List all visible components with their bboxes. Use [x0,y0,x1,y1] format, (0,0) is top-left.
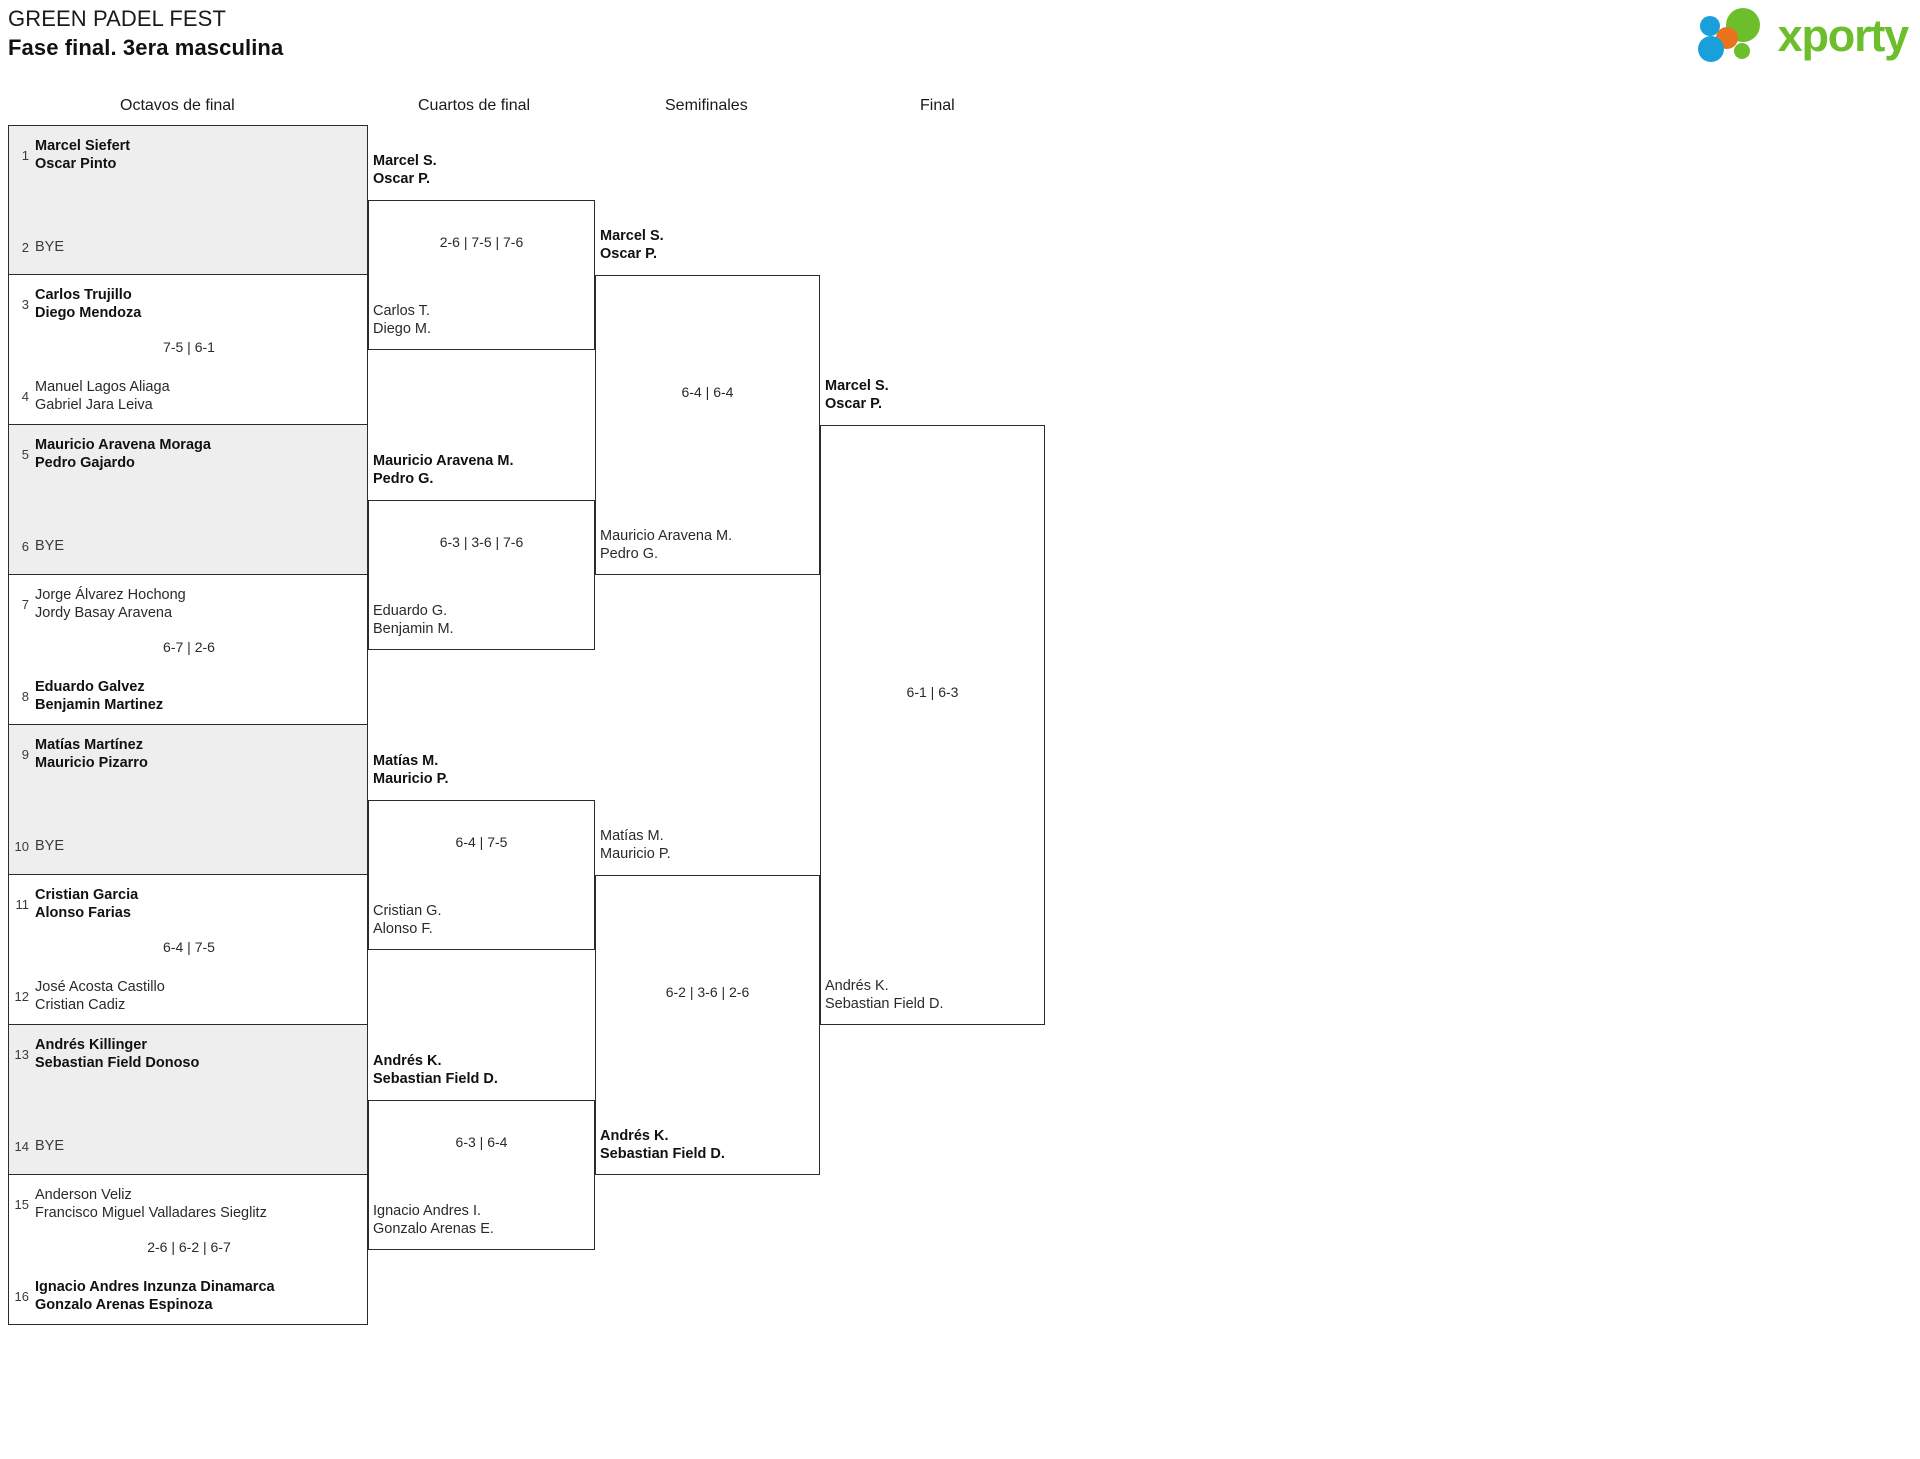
r1-slot[interactable]: 6 BYE [9,523,369,569]
round-header-final: Final [920,97,955,114]
final-match-box[interactable]: 6-1 | 6-3 [820,425,1045,1025]
r1-slot[interactable]: 14 BYE [9,1123,369,1169]
cuartos-entrant: Mauricio Aravena M.Pedro G. [373,453,514,487]
cuartos-entrant: Marcel S.Oscar P. [373,153,437,187]
seed-number: 13 [14,1046,29,1062]
r1-slot[interactable]: 2 BYE [9,224,369,270]
semifinales-match-box[interactable]: 6-2 | 3-6 | 2-6 [595,875,820,1175]
cuartos-entrant: Carlos T.Diego M. [373,303,432,337]
round-header-cuartos: Cuartos de final [418,97,531,114]
seed-number: 15 [14,1196,29,1212]
semifinales-entrant: Andrés K.Sebastian Field D. [600,1128,725,1162]
r1-slot[interactable]: 10 BYE [9,823,369,869]
match-score: 6-4 | 7-5 [163,939,215,955]
match-score: 2-6 | 6-2 | 6-7 [147,1239,231,1255]
seed-number: 2 [21,239,29,255]
match-score: 6-7 | 2-6 [163,639,215,655]
seed-number: 10 [14,838,29,854]
seed-number: 11 [15,896,30,912]
seed-number: 1 [21,147,29,163]
cuartos-entrant: Andrés K.Sebastian Field D. [373,1053,498,1087]
page-title: GREEN PADEL FEST Fase final. 3era mascul… [8,5,283,63]
final-entrant: Marcel S.Oscar P. [825,378,889,412]
semifinales-entrant: Matías M.Mauricio P. [600,828,671,862]
bye-label: BYE [35,538,65,554]
round-header-octavos: Octavos de final [120,97,235,114]
cuartos-match-box[interactable]: 2-6 | 7-5 | 7-6 [368,200,595,350]
bye-label: BYE [35,838,65,854]
match-score: 6-2 | 3-6 | 2-6 [665,984,750,1000]
round-header-semifinales: Semifinales [665,97,748,114]
cuartos-entrant: Eduardo G.Benjamin M. [373,603,454,637]
bye-label: BYE [35,1138,65,1154]
semifinales-entrant: Mauricio Aravena M.Pedro G. [600,528,733,562]
match-score: 2-6 | 7-5 | 7-6 [439,234,524,250]
seed-number: 7 [21,596,29,612]
cuartos-entrant: Matías M.Mauricio P. [373,753,449,787]
tournament-name: GREEN PADEL FEST [8,6,226,31]
match-score: 6-3 | 3-6 | 7-6 [439,534,524,550]
seed-number: 4 [21,388,29,404]
cuartos-entrant: Ignacio Andres I.Gonzalo Arenas E. [373,1203,494,1237]
phase-name: Fase final. 3era masculina [8,35,284,60]
cuartos-match-box[interactable]: 6-3 | 3-6 | 7-6 [368,500,595,650]
seed-number: 5 [21,446,29,462]
match-score: 6-3 | 6-4 [455,1134,508,1150]
seed-number: 12 [14,988,29,1004]
logo-dots-icon [1697,6,1776,64]
match-score: 6-4 | 7-5 [455,834,508,850]
seed-number: 3 [21,296,29,312]
seed-number: 16 [14,1288,29,1304]
seed-number: 8 [21,688,29,704]
match-score: 6-4 | 6-4 [681,384,734,400]
semifinales-entrant: Marcel S.Oscar P. [600,228,664,262]
final-entrant: Andrés K.Sebastian Field D. [825,978,944,1012]
cuartos-match-box[interactable]: 6-3 | 6-4 [368,1100,595,1250]
bye-label: BYE [35,239,65,255]
seed-number: 6 [21,538,29,554]
xporty-logo: xporty [1697,4,1910,66]
match-score: 7-5 | 6-1 [163,339,215,355]
seed-number: 14 [14,1138,29,1154]
seed-number: 9 [21,746,29,762]
cuartos-entrant: Cristian G.Alonso F. [373,903,442,937]
match-score: 6-1 | 6-3 [906,684,959,700]
logo-wordmark: xporty [1777,9,1910,61]
semifinales-match-box[interactable]: 6-4 | 6-4 [595,275,820,575]
cuartos-match-box[interactable]: 6-4 | 7-5 [368,800,595,950]
